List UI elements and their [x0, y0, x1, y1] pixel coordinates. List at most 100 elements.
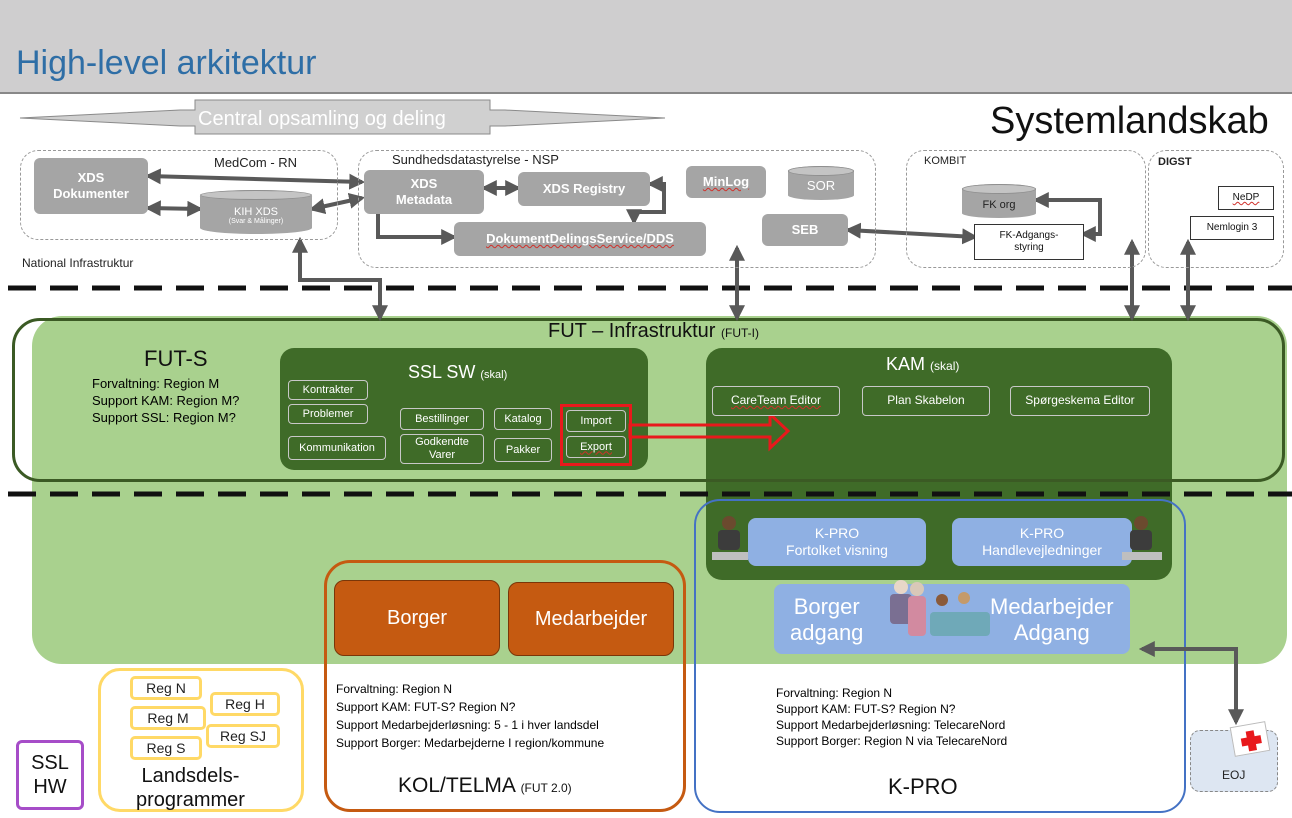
reg-n-box: Reg N [130, 676, 202, 700]
kih-xds-sub: (Svar & Målinger) [228, 218, 284, 226]
kombit-label: KOMBIT [924, 155, 967, 167]
medcom-group [20, 150, 338, 240]
fut-infra-title: FUT – Infrastruktur (FUT-I) [548, 320, 759, 343]
fut-infra-title-suffix: (FUT-I) [721, 326, 760, 340]
medcom-label: MedCom - RN [214, 155, 298, 170]
katalog-label: Katalog [504, 412, 542, 425]
xds-registry-label: XDS Registry [542, 181, 626, 197]
seb-label: SEB [791, 222, 819, 238]
nedp-box: NeDP [1218, 186, 1274, 210]
sporgeskema-editor-label: Spørgeskema Editor [1025, 393, 1135, 408]
reg-sj-label: Reg SJ [220, 728, 266, 744]
xds-dokumenter-box: XDS Dokumenter [34, 158, 148, 214]
xds-metadata-label: XDS Metadata [395, 176, 453, 207]
nsp-group [358, 150, 876, 268]
reg-m-label: Reg M [147, 710, 189, 726]
national-infra-label: National Infrastruktur [22, 256, 134, 270]
eoj-label: EOJ [1222, 768, 1246, 782]
futs-title: FUT-S [144, 346, 208, 371]
sporgeskema-editor-box: Spørgeskema Editor [1010, 386, 1150, 416]
fk-org-cylinder: FK org [962, 184, 1036, 218]
kpro-medarbejder-label: Medarbejder Adgang [990, 594, 1114, 646]
kpro-fortolket-box: K-PRO Fortolket visning [748, 518, 926, 566]
careteam-editor-box: CareTeam Editor [712, 386, 840, 416]
kih-xds-text: KIH XDS (Svar & Målinger) [229, 206, 283, 227]
people-group-icon [880, 578, 990, 662]
fut-infra-title-text: FUT – Infrastruktur [548, 320, 716, 342]
futs-line-2: Support KAM: Region M? [92, 393, 240, 408]
kol-borger-box: Borger [334, 580, 500, 656]
fk-adgangsstyring-label: FK-Adgangs- styring [999, 230, 1059, 253]
kam-title-text: KAM [886, 354, 926, 374]
kam-suffix: (skal) [930, 359, 960, 373]
reg-m-box: Reg M [130, 706, 206, 730]
kontrakter-label: Kontrakter [302, 383, 354, 396]
kol-medarbejder-label: Medarbejder [534, 607, 648, 630]
nedp-label: NeDP [1232, 192, 1260, 203]
godkendte-varer-label: Godkendte Varer [415, 436, 469, 461]
ssl-hw-label: SSL HW [31, 752, 69, 798]
fk-org-label: FK org [982, 198, 1016, 211]
central-banner-label: Central opsamling og deling [198, 108, 446, 130]
slide-title: High-level arkitektur [16, 44, 317, 82]
careteam-editor-label: CareTeam Editor [730, 393, 822, 408]
kommunikation-box: Kommunikation [288, 436, 386, 460]
minlog-box: MinLog [686, 166, 766, 198]
kombit-group [906, 150, 1146, 268]
person-desk-left-icon [712, 514, 748, 566]
kpro-fortolket-label: K-PRO Fortolket visning [786, 525, 888, 558]
reg-n-label: Reg N [146, 680, 186, 696]
kpro-borger-label: Borger adgang [790, 594, 864, 646]
import-export-arrow [628, 410, 791, 452]
godkendte-varer-box: Godkendte Varer [400, 434, 484, 464]
kol-line-4: Support Borger: Medarbejderne I region/k… [336, 736, 605, 750]
fk-adgangsstyring-box: FK-Adgangs- styring [974, 224, 1084, 260]
reg-h-box: Reg H [210, 692, 280, 716]
import-box: Import [566, 410, 626, 432]
kommunikation-label: Kommunikation [299, 441, 375, 454]
plan-skabelon-box: Plan Skabelon [862, 386, 990, 416]
problemer-label: Problemer [302, 407, 354, 420]
medical-folder-icon [1229, 721, 1271, 757]
seb-box: SEB [762, 214, 848, 246]
minlog-label: MinLog [702, 174, 750, 190]
kpro-title: K-PRO [888, 774, 958, 799]
bestillinger-box: Bestillinger [400, 408, 484, 430]
dds-label: DokumentDelingsService/DDS [486, 231, 674, 247]
kam-title: KAM (skal) [886, 354, 959, 375]
problemer-box: Problemer [288, 404, 368, 424]
title-divider [0, 92, 1292, 94]
kpro-line-1: Forvaltning: Region N [776, 686, 893, 700]
ssl-sw-suffix: (skal) [480, 369, 508, 381]
futs-line-3: Support SSL: Region M? [92, 410, 236, 425]
kol-title-suffix: (FUT 2.0) [520, 781, 572, 795]
nemlogin-label: Nemlogin 3 [1206, 222, 1258, 233]
nsp-label: Sundhedsdatastyrelse - NSP [392, 152, 559, 167]
digst-label: DIGST [1158, 156, 1192, 168]
kpro-handlevej-label: K-PRO Handlevejledninger [982, 525, 1102, 558]
kol-borger-label: Borger [386, 606, 448, 629]
plan-skabelon-label: Plan Skabelon [887, 393, 965, 408]
import-export-frame [560, 404, 632, 466]
kpro-line-4: Support Borger: Region N via TelecareNor… [776, 734, 1008, 748]
reg-h-label: Reg H [225, 696, 265, 712]
person-desk-right-icon [1122, 514, 1162, 566]
systemlandskab-title: Systemlandskab [990, 100, 1269, 142]
import-label: Import [580, 414, 612, 427]
kol-medarbejder-box: Medarbejder [508, 582, 674, 656]
xds-metadata-box: XDS Metadata [364, 170, 484, 214]
reg-sj-box: Reg SJ [206, 724, 280, 748]
pakker-box: Pakker [494, 438, 552, 462]
pakker-label: Pakker [505, 443, 541, 456]
kpro-line-3: Support Medarbejderløsning: TelecareNord [776, 718, 1006, 732]
sor-cylinder: SOR [788, 166, 854, 200]
bestillinger-label: Bestillinger [415, 412, 469, 425]
kpro-line-2: Support KAM: FUT-S? Region N? [776, 702, 956, 716]
futs-line-1: Forvaltning: Region M [92, 376, 220, 391]
ssl-sw-title: SSL SW (skal) [408, 362, 507, 383]
central-banner-arrow [19, 99, 666, 135]
digst-group [1148, 150, 1284, 268]
nemlogin-box: Nemlogin 3 [1190, 216, 1274, 240]
kih-xds-label: KIH XDS [233, 205, 278, 218]
kol-line-2: Support KAM: FUT-S? Region N? [336, 700, 516, 714]
